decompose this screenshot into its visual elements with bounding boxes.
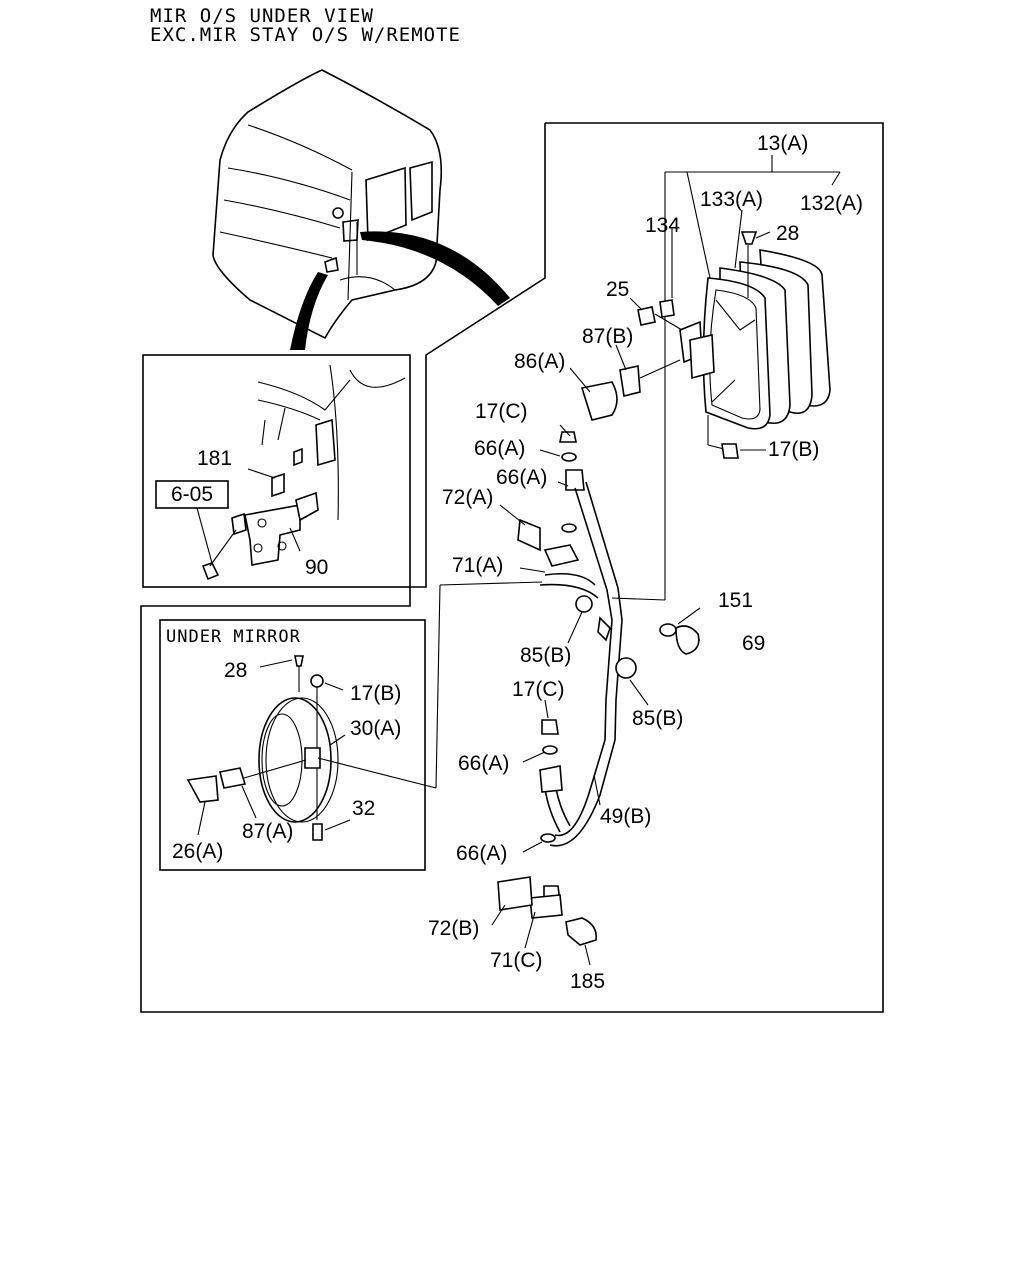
label-133a: 133(A) bbox=[700, 188, 763, 211]
label-66a-2: 66(A) bbox=[496, 466, 547, 489]
label-151: 151 bbox=[718, 589, 753, 612]
under-label-26a: 26(A) bbox=[172, 840, 223, 863]
label-90: 90 bbox=[305, 556, 328, 579]
label-181: 181 bbox=[197, 447, 232, 470]
label-17c-top: 17(C) bbox=[475, 400, 528, 423]
diagram-title-line-2: EXC.MIR STAY O/S W/REMOTE bbox=[150, 24, 461, 46]
label-132a: 132(A) bbox=[800, 192, 863, 215]
label-185: 185 bbox=[570, 970, 605, 993]
mirror-stay-assembly bbox=[491, 424, 701, 966]
label-49b: 49(B) bbox=[600, 805, 651, 828]
label-28: 28 bbox=[776, 222, 799, 245]
under-label-17b: 17(B) bbox=[350, 682, 401, 705]
label-87b: 87(B) bbox=[582, 325, 633, 348]
under-label-30a: 30(A) bbox=[350, 717, 401, 740]
diagram-title-line-1: MIR O/S UNDER VIEW bbox=[150, 5, 374, 27]
under-label-87a: 87(A) bbox=[242, 820, 293, 843]
label-66a-3: 66(A) bbox=[458, 752, 509, 775]
label-66a-4: 66(A) bbox=[456, 842, 507, 865]
label-25: 25 bbox=[606, 278, 629, 301]
label-17b-top: 17(B) bbox=[768, 438, 819, 461]
part-labels: 13(A) 133(A) 132(A) 134 28 25 87(B) 86(A… bbox=[428, 132, 863, 993]
under-mirror-inset: UNDER MIRROR 28 17(B) 30(A) 32 87(A) 26(… bbox=[159, 581, 543, 871]
under-label-32: 32 bbox=[352, 797, 375, 820]
main-frame bbox=[140, 122, 884, 1013]
ref-box-label: 6-05 bbox=[171, 483, 213, 506]
mirror-assembly bbox=[569, 155, 841, 601]
label-86a: 86(A) bbox=[514, 350, 565, 373]
label-72b: 72(B) bbox=[428, 917, 479, 940]
label-85b-1: 85(B) bbox=[520, 644, 571, 667]
bracket-inset: 6-05 181 90 bbox=[142, 354, 411, 588]
label-13a: 13(A) bbox=[757, 132, 808, 155]
under-mirror-title: UNDER MIRROR bbox=[166, 627, 301, 647]
label-134: 134 bbox=[645, 214, 680, 237]
label-85b-2: 85(B) bbox=[632, 707, 683, 730]
label-69: 69 bbox=[742, 632, 765, 655]
label-72a: 72(A) bbox=[442, 486, 493, 509]
under-label-28: 28 bbox=[224, 659, 247, 682]
label-17c-mid: 17(C) bbox=[512, 678, 565, 701]
label-66a-1: 66(A) bbox=[474, 437, 525, 460]
label-71a: 71(A) bbox=[452, 554, 503, 577]
truck-cab-illustration bbox=[212, 69, 510, 350]
label-71c: 71(C) bbox=[490, 949, 543, 972]
